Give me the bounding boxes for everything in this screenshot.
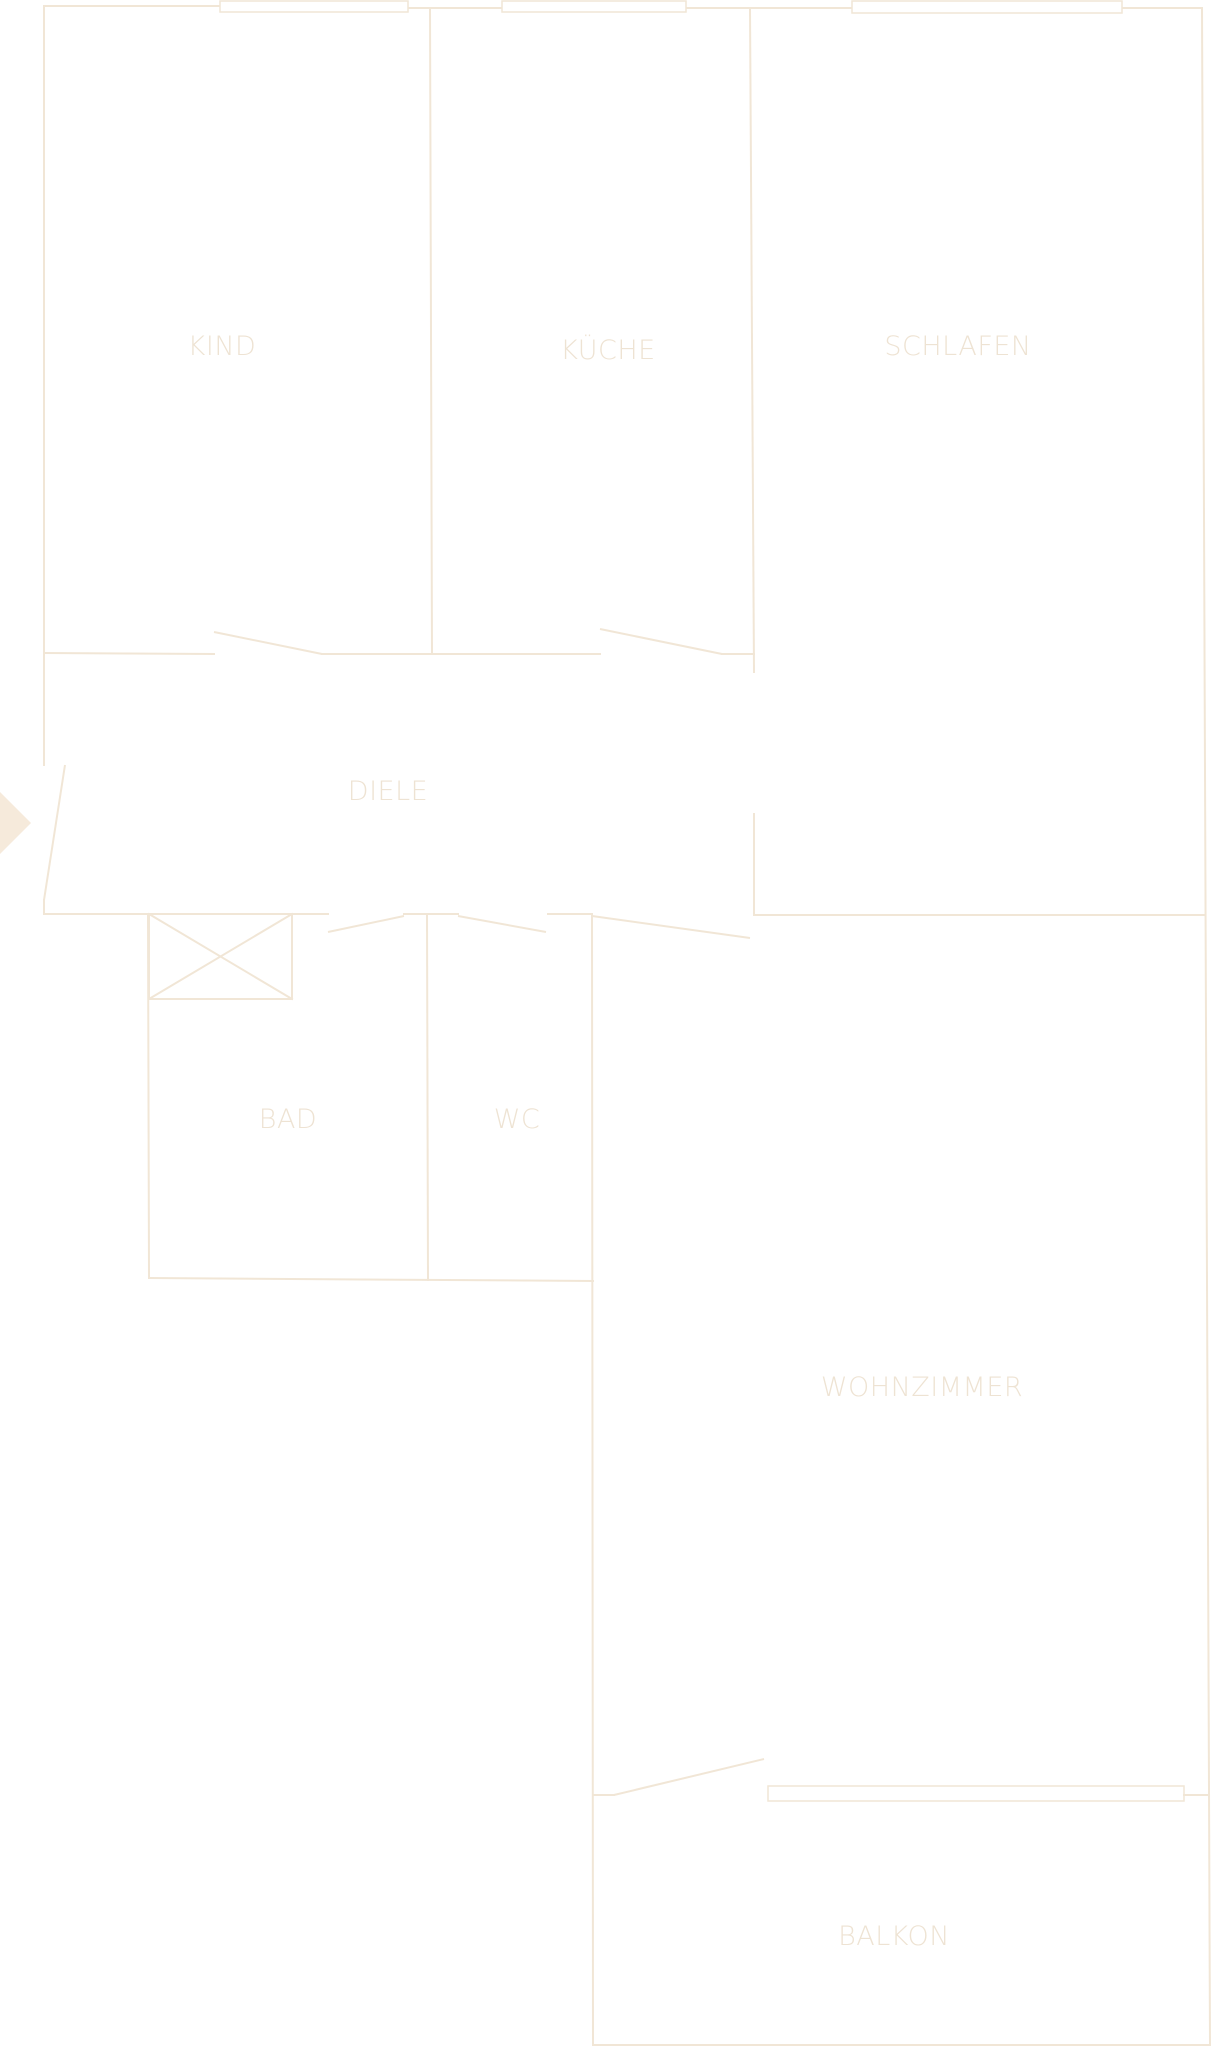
room-label-bad: BAD [259, 1104, 317, 1135]
door-bad [327, 915, 405, 933]
entry-arrow-icon [0, 792, 31, 854]
windows [219, 0, 1185, 1802]
room-label-wc: WC [494, 1104, 541, 1135]
room-label-wohnzimmer: WOHNZIMMER [821, 1372, 1023, 1403]
wall-kind-diele-a [42, 651, 216, 656]
outer-walls [43, 5, 1212, 2047]
room-label-diele: DIELE [348, 776, 428, 807]
wall-wc-wohnzimmer [590, 912, 595, 2047]
door-wohnzimmer [591, 915, 751, 939]
room-labels: KIND KÜCHE SCHLAFEN DIELE BAD WC WOHNZIM… [188, 331, 1031, 1952]
wall-kueche-schlafen [748, 6, 756, 674]
wall-right [1200, 6, 1212, 2047]
room-label-schlafen: SCHLAFEN [884, 331, 1031, 362]
window-schlafen [851, 0, 1123, 14]
door-balkon [613, 1758, 765, 1796]
wall-kind-kueche [428, 6, 434, 656]
wall-bad-wc-bottom [147, 1276, 595, 1283]
window-balkon [767, 1785, 1185, 1802]
room-label-balkon: BALKON [838, 1921, 950, 1952]
door-kind [213, 631, 323, 655]
wall-bad-wc [425, 912, 430, 1282]
shaft [148, 913, 293, 1000]
shaft-cross-b [147, 912, 294, 1001]
window-kueche [501, 0, 687, 13]
room-label-kueche: KÜCHE [560, 334, 655, 366]
door-kueche [599, 628, 723, 655]
interior-walls [42, 6, 1209, 2047]
room-label-kind: KIND [188, 331, 257, 362]
doors [43, 628, 765, 1796]
door-entry [43, 764, 66, 901]
door-wc [457, 915, 547, 933]
window-kind [219, 0, 409, 13]
